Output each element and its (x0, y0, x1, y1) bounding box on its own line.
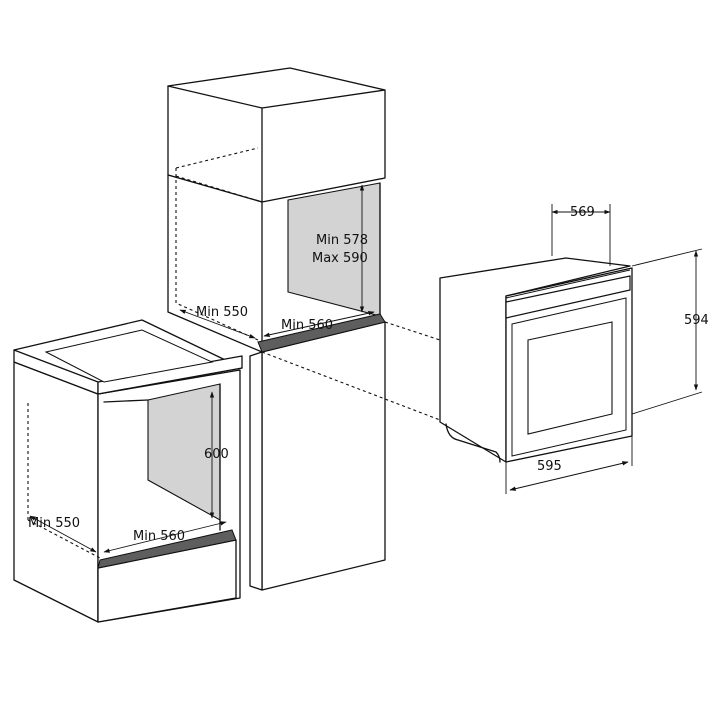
base-cabinet: 600 Min 550 Min 560 (13, 319, 243, 623)
base-cabinet-left-side (13, 361, 99, 623)
base-cabinet-min-width-label: Min 560 (133, 529, 185, 544)
oven-depth-label: 569 (570, 205, 595, 220)
base-cabinet-min-depth-label: Min 550 (28, 516, 80, 531)
tall-cabinet-min-depth-label: Min 550 (196, 305, 248, 320)
tall-cabinet: Min 578 Max 590 Min 550 Min 560 (167, 67, 386, 591)
base-cabinet-height-label: 600 (204, 447, 229, 462)
tall-cabinet-max-height-label: Max 590 (312, 251, 368, 266)
oven-width-label: 595 (537, 459, 562, 474)
tall-cabinet-cavity (287, 182, 381, 317)
tall-cabinet-lower-front (261, 321, 386, 591)
hob (44, 329, 214, 383)
oven: 569 594 595 (261, 204, 709, 494)
tall-cabinet-top-box (167, 67, 386, 203)
tall-cabinet-min-height-label: Min 578 (316, 233, 368, 248)
oven-bottom-rail (445, 423, 501, 463)
tall-cabinet-min-width-label: Min 560 (281, 318, 333, 333)
oven-height-label: 594 (684, 313, 709, 328)
oven-control-panel (505, 275, 631, 319)
oven-window (527, 321, 613, 435)
tall-cabinet-left-side (167, 174, 263, 353)
oven-door (511, 297, 627, 457)
